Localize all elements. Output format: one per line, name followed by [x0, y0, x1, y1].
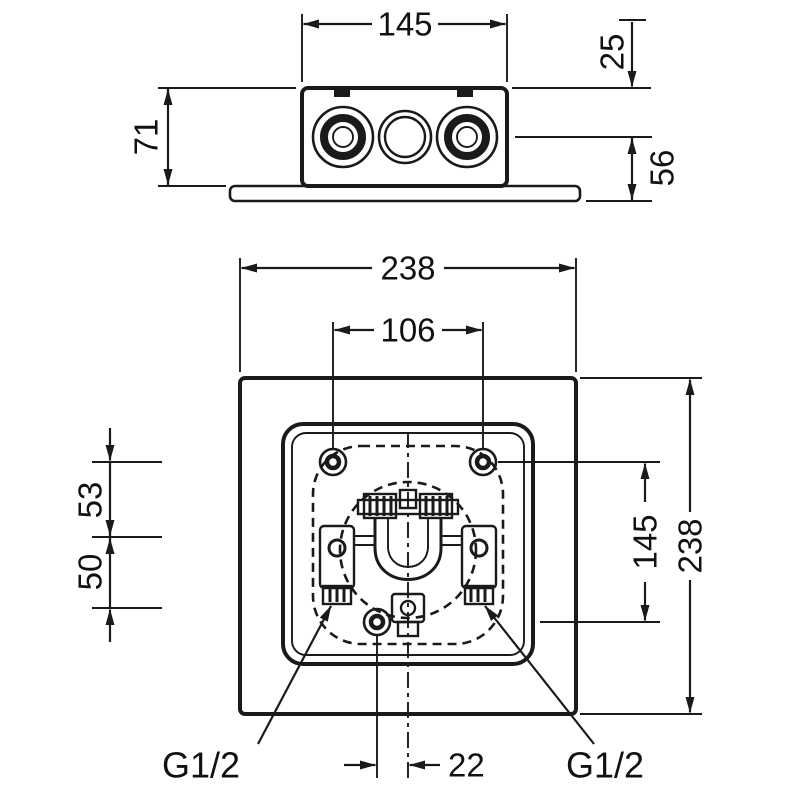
dim-label-overall-height-238: 238 [672, 518, 709, 573]
connection-screw [469, 538, 489, 558]
port-left-outer [311, 105, 375, 169]
connection-foot [463, 584, 495, 606]
dim-label-hole-span-145: 145 [627, 514, 664, 569]
port-left-ring [320, 114, 366, 160]
hole-outer [362, 607, 392, 637]
dimension-height-71: 71 [128, 87, 296, 187]
connection-foot [321, 584, 353, 606]
thread-callout-right: G1/2 [484, 605, 644, 786]
dim-label-overall-width-238: 238 [380, 250, 435, 287]
cartridge-cup [373, 518, 443, 581]
port-middle-outer [377, 109, 433, 165]
thread-label-left: G1/2 [162, 745, 240, 786]
dimension-hole-span-145: 145 [498, 461, 664, 623]
thread-label-right: G1/2 [566, 745, 644, 786]
port-left-inner [332, 126, 354, 148]
cartridge-spindle [398, 488, 418, 510]
dimension-hole-spacing-106: 106 [332, 312, 484, 448]
screw-hole-bottom [362, 607, 392, 637]
top-view: 145 71 [128, 6, 681, 203]
dim-label-outlet-offset-22: 22 [448, 747, 485, 784]
dimension-outlet-offset-22: 22 [344, 747, 485, 784]
thread-callout-left: G1/2 [162, 605, 332, 786]
cartridge-bar [356, 498, 460, 516]
hole-outer [318, 447, 348, 477]
dim-label-hole-spacing-106: 106 [380, 312, 435, 349]
cartridge-block-right [418, 492, 454, 520]
hole-inner [324, 453, 342, 471]
port-right-inner [456, 126, 478, 148]
leader-line [484, 605, 595, 745]
front-view: 238 106 [72, 250, 709, 786]
outlet-port [399, 599, 417, 617]
valve-body-side [228, 86, 582, 203]
dim-label-width-145: 145 [377, 6, 432, 43]
dim-label-upper-53: 53 [72, 482, 109, 519]
leader-line [257, 605, 332, 745]
screw-hole-top-left [318, 447, 348, 477]
valve-mechanism [318, 488, 498, 638]
dimension-overall-height-238: 238 [580, 377, 709, 715]
screw-hole-top-right [468, 447, 498, 477]
dimension-width-145: 145 [301, 6, 508, 82]
outlet-stub [396, 620, 420, 638]
cartridge-cup-inner [387, 518, 429, 568]
connection-right [460, 524, 498, 606]
mounting-plate [228, 184, 582, 203]
top-slot-right [457, 90, 473, 97]
connection-screw [327, 538, 347, 558]
dim-label-depth-56: 56 [644, 150, 681, 187]
top-slot-left [334, 90, 350, 97]
dimension-overall-width-238: 238 [239, 250, 577, 372]
hole-inner [474, 453, 492, 471]
port-right-outer [435, 105, 499, 169]
dim-label-lower-50: 50 [72, 554, 109, 591]
port-right-ring [444, 114, 490, 160]
dim-label-height-71: 71 [128, 119, 165, 156]
cartridge-block-left [362, 492, 398, 520]
port-middle-inner [383, 115, 427, 159]
hole-inner [368, 613, 386, 631]
hole-outer [468, 447, 498, 477]
dimension-depth-56: 56 [515, 136, 681, 202]
dim-label-offset-25: 25 [594, 34, 631, 71]
dimension-offset-25: 25 [512, 19, 651, 89]
dimension-chain-53-50: 53 50 [72, 428, 162, 642]
connection-left [318, 524, 356, 606]
